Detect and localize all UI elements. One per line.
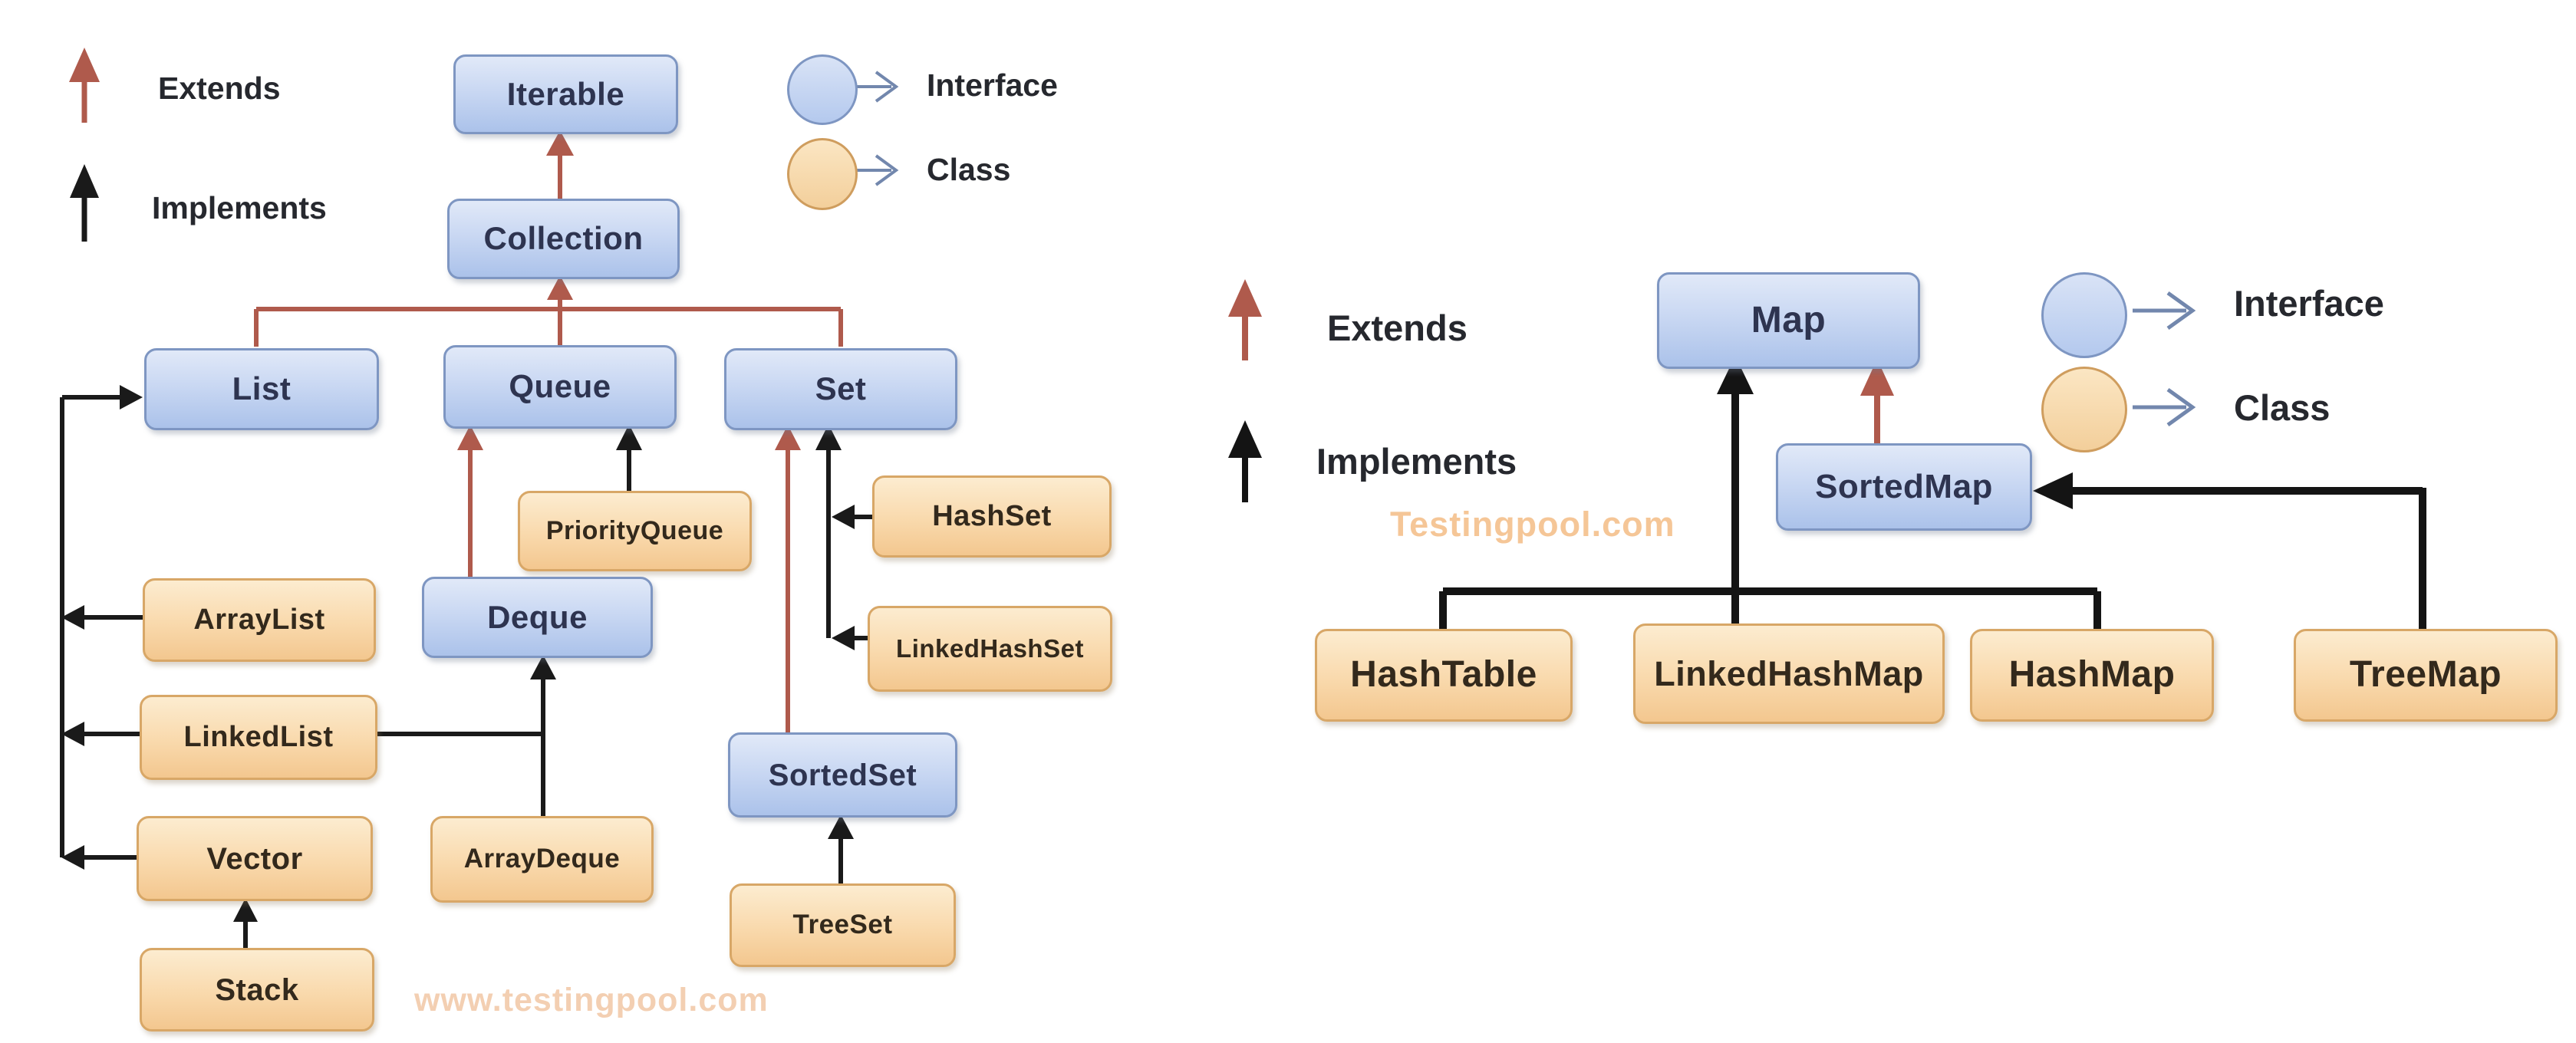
- node-treemap: TreeMap: [2294, 629, 2558, 722]
- interface-shape-icon: [2041, 272, 2127, 358]
- arrowhead-priorityqueue-queue: [616, 424, 642, 450]
- node-hashset: HashSet: [872, 475, 1112, 558]
- interface-shape-icon: [787, 54, 858, 125]
- arrowhead-into-list: [120, 385, 143, 410]
- class-pointer-head-icon: [875, 154, 899, 186]
- node-map: Map: [1657, 272, 1920, 369]
- class-shape-icon: [787, 138, 858, 210]
- arrowhead-linkedlist: [61, 722, 84, 746]
- arrowhead-deque-queue: [457, 425, 483, 450]
- node-deque: Deque: [422, 577, 653, 658]
- arrowhead-hashset: [832, 505, 855, 529]
- arrowhead-linkedhashset: [832, 626, 855, 650]
- extends-arrowhead-icon: [69, 48, 100, 82]
- node-vector: Vector: [137, 816, 373, 901]
- node-linkedhashset: LinkedHashSet: [868, 606, 1112, 692]
- arrowhead-hashsets-set: [815, 424, 842, 450]
- watermark-right: Testingpool.com: [1390, 505, 1675, 544]
- legend-implements-label: Implements: [1316, 441, 1517, 482]
- watermark-left: www.testingpool.com: [414, 982, 769, 1018]
- interface-pointer-head-icon: [875, 71, 899, 103]
- arrowhead-arraylist: [61, 605, 84, 630]
- legend-extends-label: Extends: [158, 71, 281, 106]
- legend-implements-label: Implements: [152, 190, 327, 225]
- implements-arrowhead-icon: [1228, 420, 1262, 458]
- interface-pointer-head-icon: [2166, 291, 2196, 331]
- extends-arrowhead-icon: [1228, 279, 1262, 317]
- arrowhead-treeset-sortedset: [828, 814, 854, 839]
- arrowhead-treemap-sortedmap: [2033, 472, 2073, 509]
- node-set: Set: [724, 348, 957, 430]
- node-linkedhashmap: LinkedHashMap: [1633, 623, 1945, 724]
- arrowhead-sortedmap-map: [1860, 359, 1894, 396]
- node-iterable: Iterable: [453, 54, 678, 134]
- node-arraylist: ArrayList: [143, 578, 376, 662]
- node-sortedset: SortedSet: [728, 732, 957, 818]
- legend-extends-label: Extends: [1327, 308, 1468, 348]
- node-arraydeque: ArrayDeque: [430, 816, 654, 903]
- node-treeset: TreeSet: [730, 883, 956, 967]
- arrowhead-vector: [61, 845, 84, 870]
- node-stack: Stack: [140, 948, 374, 1031]
- node-queue: Queue: [443, 345, 677, 429]
- node-hashmap: HashMap: [1970, 629, 2214, 722]
- class-pointer-head-icon: [2166, 387, 2196, 427]
- node-linkedlist: LinkedList: [140, 695, 377, 780]
- node-sortedmap: SortedMap: [1776, 443, 2032, 531]
- node-hashtable: HashTable: [1315, 629, 1573, 722]
- implements-arrowhead-icon: [70, 164, 99, 198]
- class-shape-icon: [2041, 367, 2127, 452]
- node-list: List: [144, 348, 379, 430]
- legend-interface-label: Interface: [2234, 283, 2384, 324]
- arrowhead-stack-vector: [233, 898, 258, 922]
- legend-class-label: Class: [927, 152, 1011, 187]
- legend-class-label: Class: [2234, 387, 2331, 428]
- arrowhead-maps-map: [1717, 356, 1754, 394]
- node-collection: Collection: [447, 199, 680, 279]
- arrowhead-sortedset-set: [775, 425, 801, 450]
- node-priorityqueue: PriorityQueue: [518, 491, 752, 571]
- arrowhead-collection-iterable: [546, 130, 574, 156]
- legend-interface-label: Interface: [927, 67, 1058, 103]
- arrowhead-queue-collection: [547, 275, 573, 300]
- arrowhead-arraydeque-deque: [530, 655, 556, 679]
